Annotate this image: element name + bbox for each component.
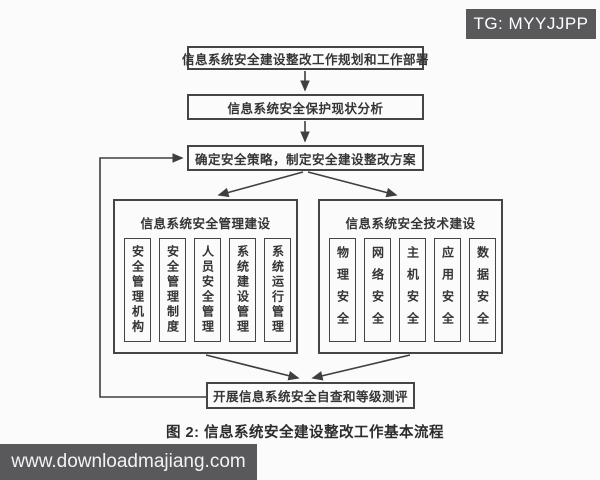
technical-construction-group: 信息系统安全技术建设 物理安全 网络安全 主机安全 应用安全 数据安全 [318,199,503,354]
management-item-system-ops: 系统运行管理 [264,238,291,342]
technical-item-data: 数据安全 [469,238,496,342]
management-item-system-build: 系统建设管理 [229,238,256,342]
technical-item-network: 网络安全 [364,238,391,342]
telegram-watermark-badge: TG: MYYJJPP [466,9,596,39]
management-item-personnel: 人员安全管理 [194,238,221,342]
management-item-org: 安全管理机构 [124,238,151,342]
management-item-rules: 安全管理制度 [159,238,186,342]
technical-group-title: 信息系统安全技术建设 [345,217,476,231]
technical-item-physical: 物理安全 [329,238,356,342]
management-construction-group: 信息系统安全管理建设 安全管理机构 安全管理制度 人员安全管理 系统建设管理 系… [113,199,298,354]
flow-step-selfcheck-box: 开展信息系统安全自查和等级测评 [206,382,415,409]
technical-item-application: 应用安全 [434,238,461,342]
flow-step-strategy-plan-box: 确定安全策略，制定安全建设整改方案 [187,145,424,171]
flow-step-planning-box: 信息系统安全建设整改工作规划和工作部署 [182,46,429,70]
flow-step-status-analysis-box: 信息系统安全保护现状分析 [187,94,424,120]
technical-item-host: 主机安全 [399,238,426,342]
website-watermark-bar: www.downloadmajiang.com [0,444,257,480]
management-group-title: 信息系统安全管理建设 [140,217,271,231]
figure-caption: 图 2: 信息系统安全建设整改工作基本流程 [166,425,444,441]
